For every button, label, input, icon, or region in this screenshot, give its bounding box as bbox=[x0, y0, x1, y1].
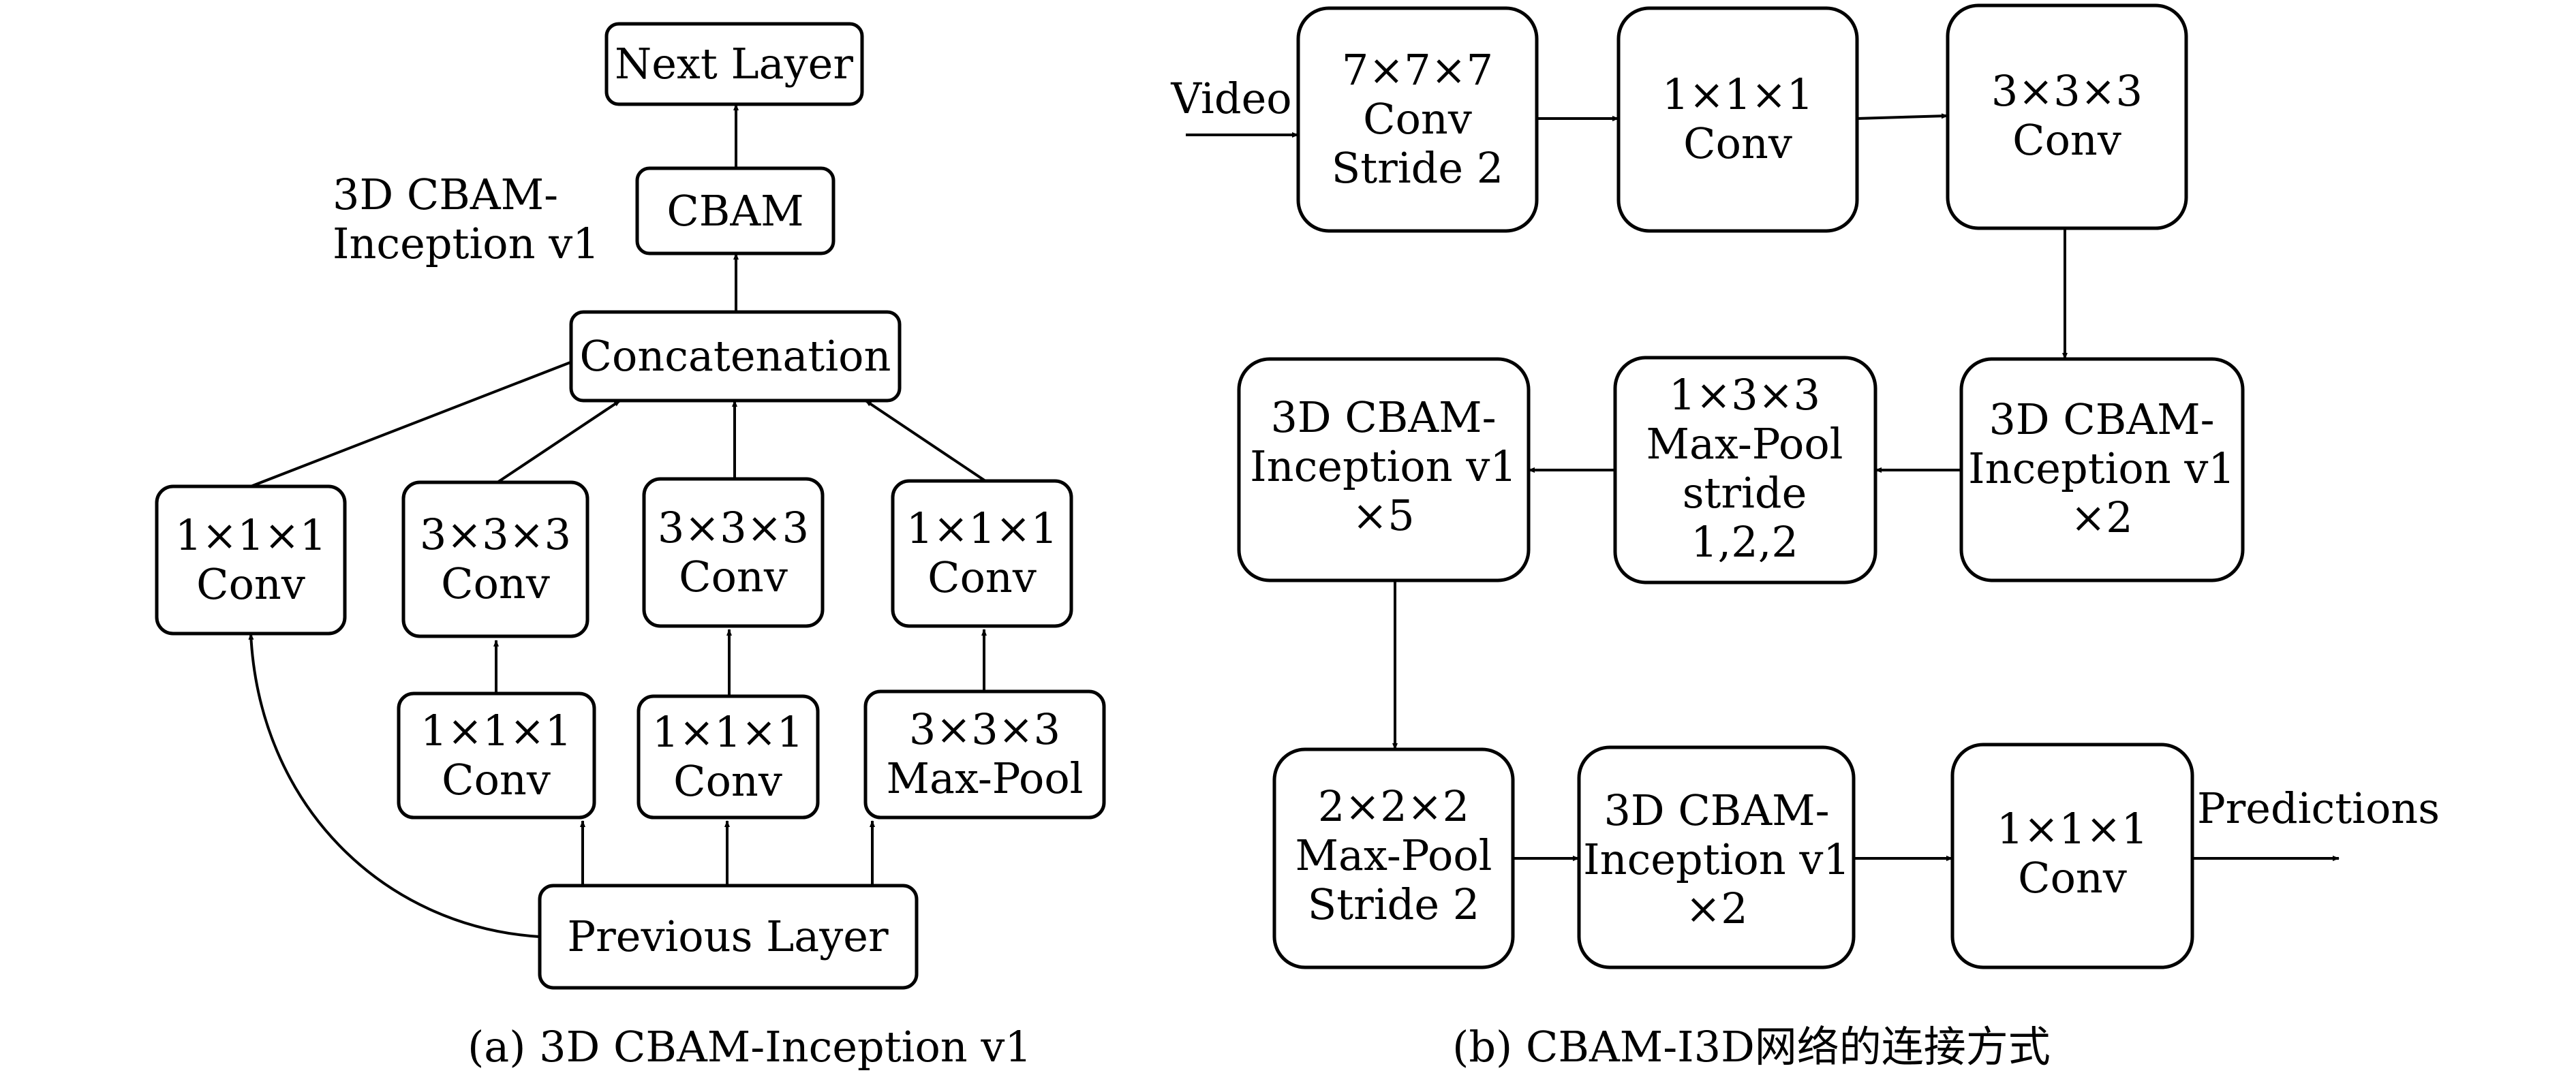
node-inception-x2-b-label: 3D CBAM-Inception v1×2 bbox=[1583, 785, 1850, 933]
node-inception-x2-b: 3D CBAM-Inception v1×2 bbox=[1577, 745, 1856, 969]
node-concatenation: Concatenation bbox=[569, 310, 902, 403]
edge-n2-to-n3 bbox=[1856, 113, 1948, 120]
edge-b1-to-concat bbox=[250, 355, 587, 488]
predictions-output-label: Predictions bbox=[2197, 783, 2440, 833]
node-inception-x2-a-label: 3D CBAM-Inception v1×2 bbox=[1968, 394, 2235, 542]
edge-b2-to-concat bbox=[496, 399, 622, 484]
node-previous-layer: Previous Layer bbox=[538, 884, 919, 990]
node-cbam: CBAM bbox=[635, 166, 835, 255]
node-concatenation-label: Concatenation bbox=[580, 331, 891, 381]
panel-a-title: 3D CBAM-Inception v1 bbox=[333, 170, 600, 268]
node-cbam-label: CBAM bbox=[666, 186, 803, 236]
node-inception-x2-a: 3D CBAM-Inception v1×2 bbox=[1959, 357, 2245, 582]
edge-prev-to-b1 bbox=[248, 633, 540, 938]
panel-a-caption: (a) 3D CBAM-Inception v1 bbox=[467, 1022, 1032, 1072]
node-previous-layer-label: Previous Layer bbox=[567, 912, 889, 961]
node-inception-x5: 3D CBAM-Inception v1×5 bbox=[1237, 357, 1531, 582]
node-next-layer: Next Layer bbox=[604, 22, 864, 106]
node-inception-x5-label: 3D CBAM-Inception v1×5 bbox=[1250, 392, 1517, 540]
node-next-layer-label: Next Layer bbox=[615, 39, 853, 89]
video-input-label: Video bbox=[1170, 74, 1291, 123]
panel-b-caption: (b) CBAM-I3D网络的连接方式 bbox=[1452, 1022, 2051, 1072]
edge-b4-to-concat bbox=[864, 399, 987, 482]
